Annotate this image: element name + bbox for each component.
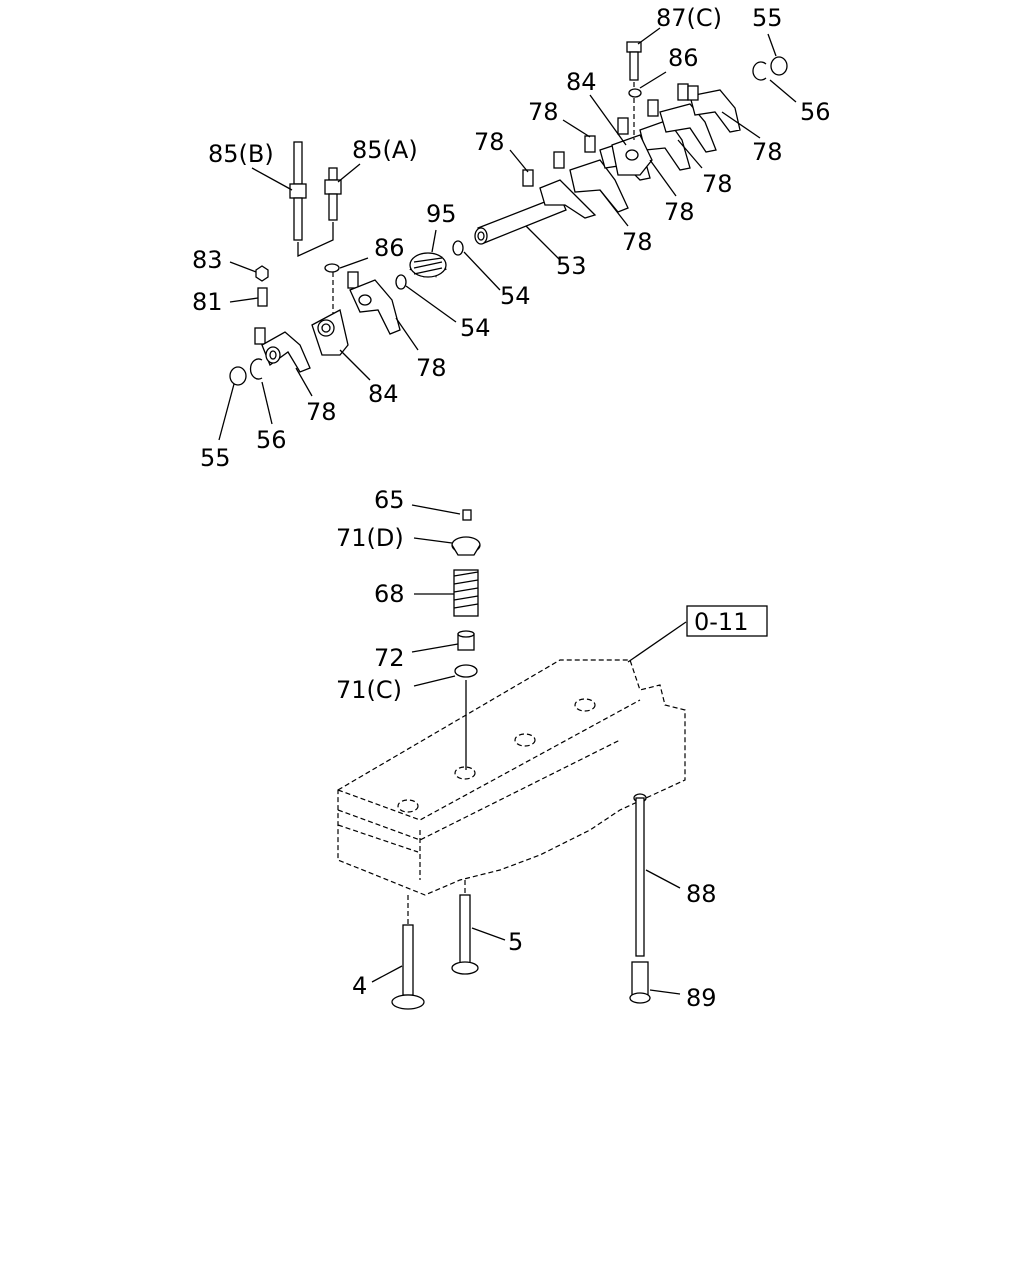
washer-86-top	[628, 88, 642, 98]
label-65: 65	[374, 486, 405, 514]
label-54-b: 54	[460, 314, 491, 342]
bracket-84-bottom	[311, 309, 349, 356]
valve-cotter-65	[462, 509, 472, 521]
label-78-h: 78	[416, 354, 447, 382]
leader-lines	[218, 27, 797, 995]
label-55-bottom: 55	[200, 444, 231, 472]
label-5: 5	[508, 928, 523, 956]
label-56-bottom: 56	[256, 426, 287, 454]
valve-spring-68	[453, 569, 479, 617]
snap-ring-56-top	[752, 61, 767, 81]
push-rod-88	[633, 793, 647, 957]
label-78-b: 78	[752, 138, 783, 166]
label-72: 72	[374, 644, 405, 672]
label-81: 81	[192, 288, 223, 316]
label-71d: 71(D)	[336, 524, 404, 552]
intake-valve-5	[451, 880, 479, 975]
tappet-89	[629, 961, 651, 1004]
label-ref: 0-11	[694, 608, 748, 636]
valve-components	[451, 509, 481, 770]
rocker-assembly	[229, 41, 788, 386]
label-86-mid: 86	[374, 234, 405, 262]
label-78-f: 78	[622, 228, 653, 256]
label-84-bottom: 84	[368, 380, 399, 408]
label-55-top: 55	[752, 4, 783, 32]
nut-83	[255, 265, 269, 282]
snap-ring-56-bottom	[249, 358, 263, 380]
label-86-top: 86	[668, 44, 699, 72]
label-95: 95	[426, 200, 457, 228]
plug-55-top	[770, 56, 788, 76]
washer-54-a	[452, 240, 464, 256]
label-54-a: 54	[500, 282, 531, 310]
reference-box	[686, 605, 768, 637]
label-53: 53	[556, 252, 587, 280]
label-78-e: 78	[664, 198, 695, 226]
valve-seal-72	[457, 630, 475, 651]
rocker-arm-78-mid	[347, 271, 401, 335]
stud-85a	[324, 167, 342, 221]
spring-95	[409, 252, 447, 278]
label-78-d: 78	[702, 170, 733, 198]
adjust-screw-81	[257, 287, 268, 307]
label-87c: 87(C)	[656, 4, 722, 32]
washer-54-b	[395, 274, 407, 290]
rocker-arm-group	[522, 83, 741, 219]
rocker-arm-78-left	[254, 327, 311, 373]
washer-86-mid	[324, 263, 340, 273]
label-85b: 85(B)	[208, 140, 274, 168]
label-85a: 85(A)	[352, 136, 418, 164]
label-83: 83	[192, 246, 223, 274]
label-68: 68	[374, 580, 405, 608]
exhaust-valve-4	[391, 895, 425, 1010]
label-78-i: 78	[306, 398, 337, 426]
spring-retainer-71d	[451, 536, 481, 556]
label-71c: 71(C)	[336, 676, 402, 704]
label-78-c: 78	[474, 128, 505, 156]
plug-55-bottom	[229, 366, 247, 386]
spring-seat-71c	[454, 664, 478, 678]
cylinder-head	[337, 659, 686, 896]
label-56-top: 56	[800, 98, 831, 126]
label-89: 89	[686, 984, 717, 1012]
label-84-top: 84	[566, 68, 597, 96]
part-labels: 87(C) 55 86 84 56 78 78 78 78 78 78 85(B…	[192, 4, 831, 1012]
rocker-shaft	[474, 195, 567, 245]
label-88: 88	[686, 880, 717, 908]
label-78-a: 78	[528, 98, 559, 126]
label-4: 4	[352, 972, 367, 1000]
stud-85b	[289, 141, 307, 241]
